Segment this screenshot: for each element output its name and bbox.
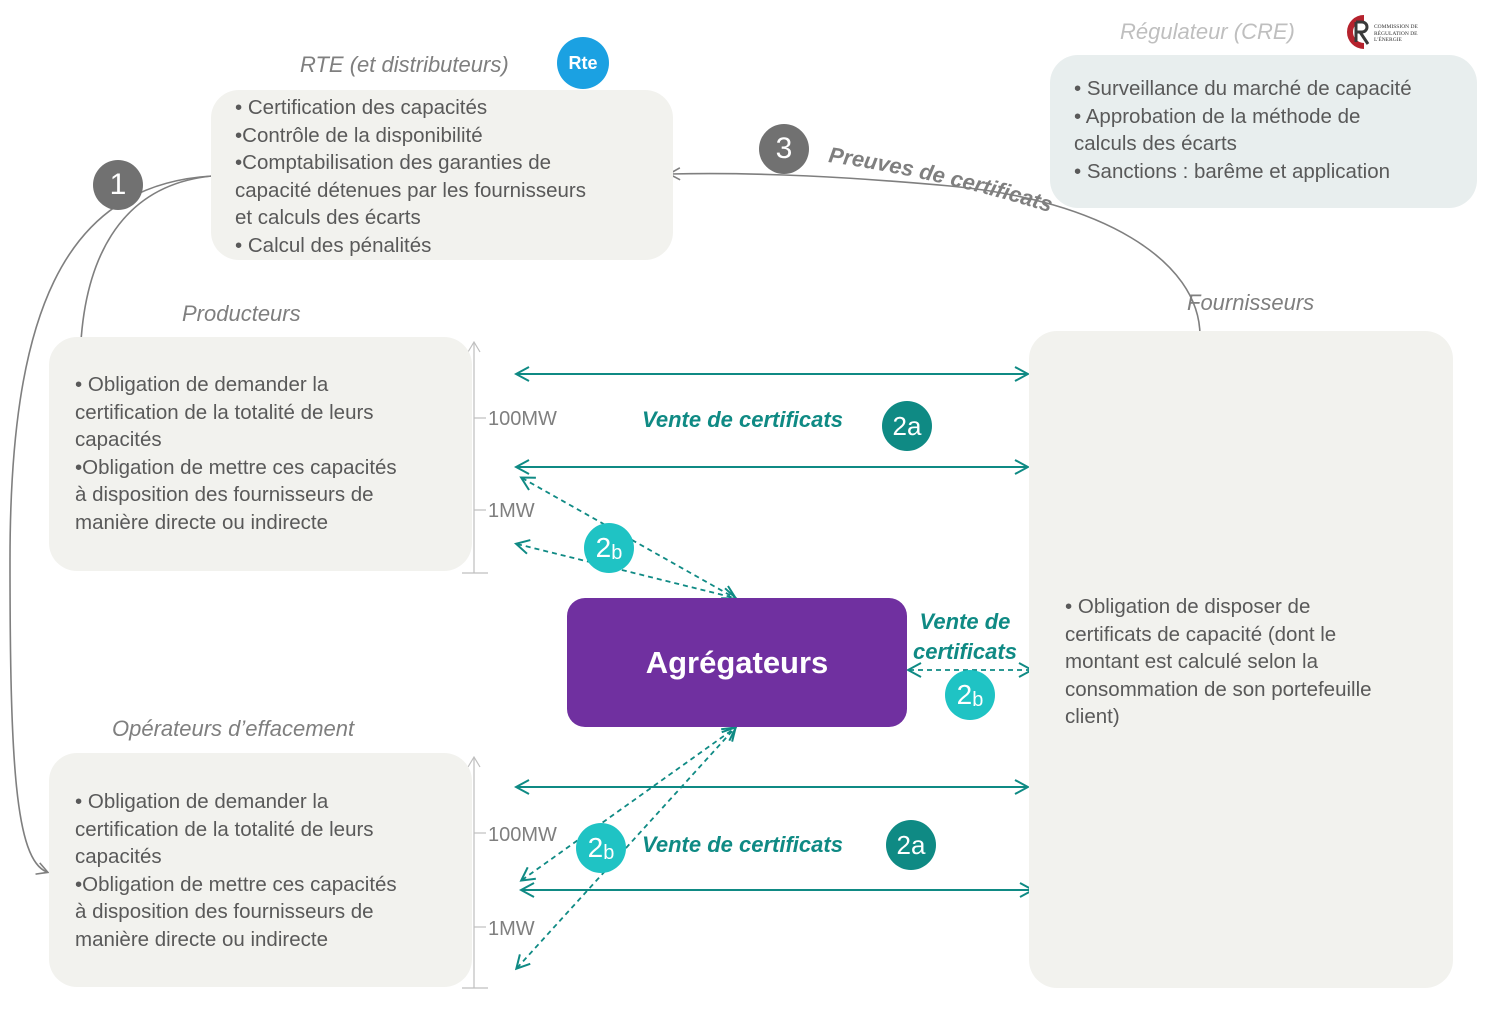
arrow-2b-prod-1: [522, 478, 735, 598]
badge-2b-sub: b: [603, 841, 615, 864]
fournisseurs-item: consommation de son portefeuille: [1065, 677, 1372, 701]
cre-logo-icon: [1347, 15, 1370, 49]
vente-label-side-line1: Vente de: [919, 609, 1011, 634]
badge-2b-num: 2: [595, 532, 612, 563]
cre-item: • Sanctions : barême et application: [1074, 159, 1390, 183]
arrow-2b-oper-2: [517, 728, 735, 968]
cre-item: calculs des écarts: [1074, 132, 1237, 156]
producteurs-item: manière directe ou indirecte: [75, 510, 328, 534]
cre-item: • Surveillance du marché de capacité: [1074, 77, 1412, 100]
arrow-rte-to-operateurs: [9, 175, 213, 875]
cre-logo-text: COMMISSION DE RÉGULATION DE L'ÉNERGIE: [1374, 24, 1418, 43]
fournisseurs-item: • Obligation de disposer de: [1065, 595, 1311, 618]
producteurs-item: à disposition des fournisseurs de: [75, 483, 374, 507]
rte-title: RTE (et distributeurs): [300, 52, 509, 77]
rte-item: et calculs des écarts: [235, 206, 421, 230]
fournisseurs-box: • Obligation de disposer de certificats …: [1029, 331, 1453, 988]
operateurs-item: certification de la totalité de leurs: [75, 817, 374, 841]
operateurs-item: capacités: [75, 845, 162, 869]
badge-2b-num: 2: [956, 679, 973, 710]
arrow-rte-to-producteurs: [73, 175, 213, 373]
operateurs-box: • Obligation de demander la certificatio…: [49, 753, 472, 987]
fournisseurs-title: Fournisseurs: [1187, 290, 1315, 315]
step-1-badge: 1: [93, 160, 143, 210]
operateurs-item: • Obligation de demander la: [75, 790, 329, 813]
badge-2a-top: 2a: [882, 401, 932, 451]
cre-item: • Approbation de la méthode de: [1074, 104, 1361, 128]
producteurs-box: • Obligation de demander la certificatio…: [49, 337, 472, 571]
vente-label-bottom: Vente de certificats: [642, 832, 843, 857]
fournisseurs-item: client): [1065, 705, 1120, 729]
step-3-badge: 3: [759, 124, 809, 174]
producteurs-item: •Obligation de mettre ces capacités: [75, 455, 397, 479]
rte-item: •Comptabilisation des garanties de: [235, 151, 551, 175]
operateurs-title: Opérateurs d’effacement: [112, 716, 355, 741]
cre-box: • Surveillance du marché de capacité • A…: [1050, 55, 1477, 208]
rte-box: • Certification des capacités •Contrôle …: [211, 90, 673, 260]
producteurs-scale-100mw: 100MW: [488, 408, 557, 430]
vente-label-side-line2: certificats: [913, 639, 1017, 664]
fournisseurs-item: montant est calculé selon la: [1065, 650, 1318, 674]
producteurs-scale-1mw: 1MW: [488, 500, 535, 522]
rte-item: •Contrôle de la disponibilité: [235, 123, 483, 147]
operateurs-item: à disposition des fournisseurs de: [75, 900, 374, 924]
producteurs-scale-arrowhead: [467, 340, 481, 353]
operateurs-item: manière directe ou indirecte: [75, 927, 328, 951]
fournisseurs-item: certificats de capacité (dont le: [1065, 622, 1337, 646]
arrow-2b-prod-2: [517, 544, 735, 598]
vente-label-side: Vente de certificats: [913, 607, 1017, 667]
cre-logo: COMMISSION DE RÉGULATION DE L'ÉNERGIE: [1338, 12, 1430, 52]
producteurs-item: • Obligation de demander la: [75, 373, 329, 396]
producteurs-title: Producteurs: [182, 301, 301, 326]
cre-title: Régulateur (CRE): [1120, 19, 1295, 44]
arrow-fournisseurs-to-rte: [667, 167, 1201, 337]
agregateurs-label: Agrégateurs: [645, 644, 829, 680]
rte-item: • Calcul des pénalités: [235, 233, 432, 257]
producteurs-item: certification de la totalité de leurs: [75, 400, 374, 424]
operateurs-item: •Obligation de mettre ces capacités: [75, 872, 397, 896]
operateurs-scale-100mw: 100MW: [488, 824, 557, 846]
rte-logo-text: Rte: [568, 52, 598, 73]
vente-label-top: Vente de certificats: [642, 407, 843, 432]
badge-2b-sub: b: [611, 541, 623, 564]
producteurs-item: capacités: [75, 428, 162, 452]
operateurs-scale-arrowhead: [467, 755, 481, 768]
operateurs-scale-1mw: 1MW: [488, 918, 535, 940]
rte-logo: Rte: [557, 37, 609, 89]
badge-2b-num: 2: [587, 832, 604, 863]
agregateurs-box: Agrégateurs: [567, 598, 907, 727]
badge-2a-bottom: 2a: [886, 820, 936, 870]
rte-item: capacité détenues par les fournisseurs: [235, 178, 586, 202]
rte-item: • Certification des capacités: [235, 96, 488, 119]
badge-2b-sub: b: [972, 688, 984, 711]
